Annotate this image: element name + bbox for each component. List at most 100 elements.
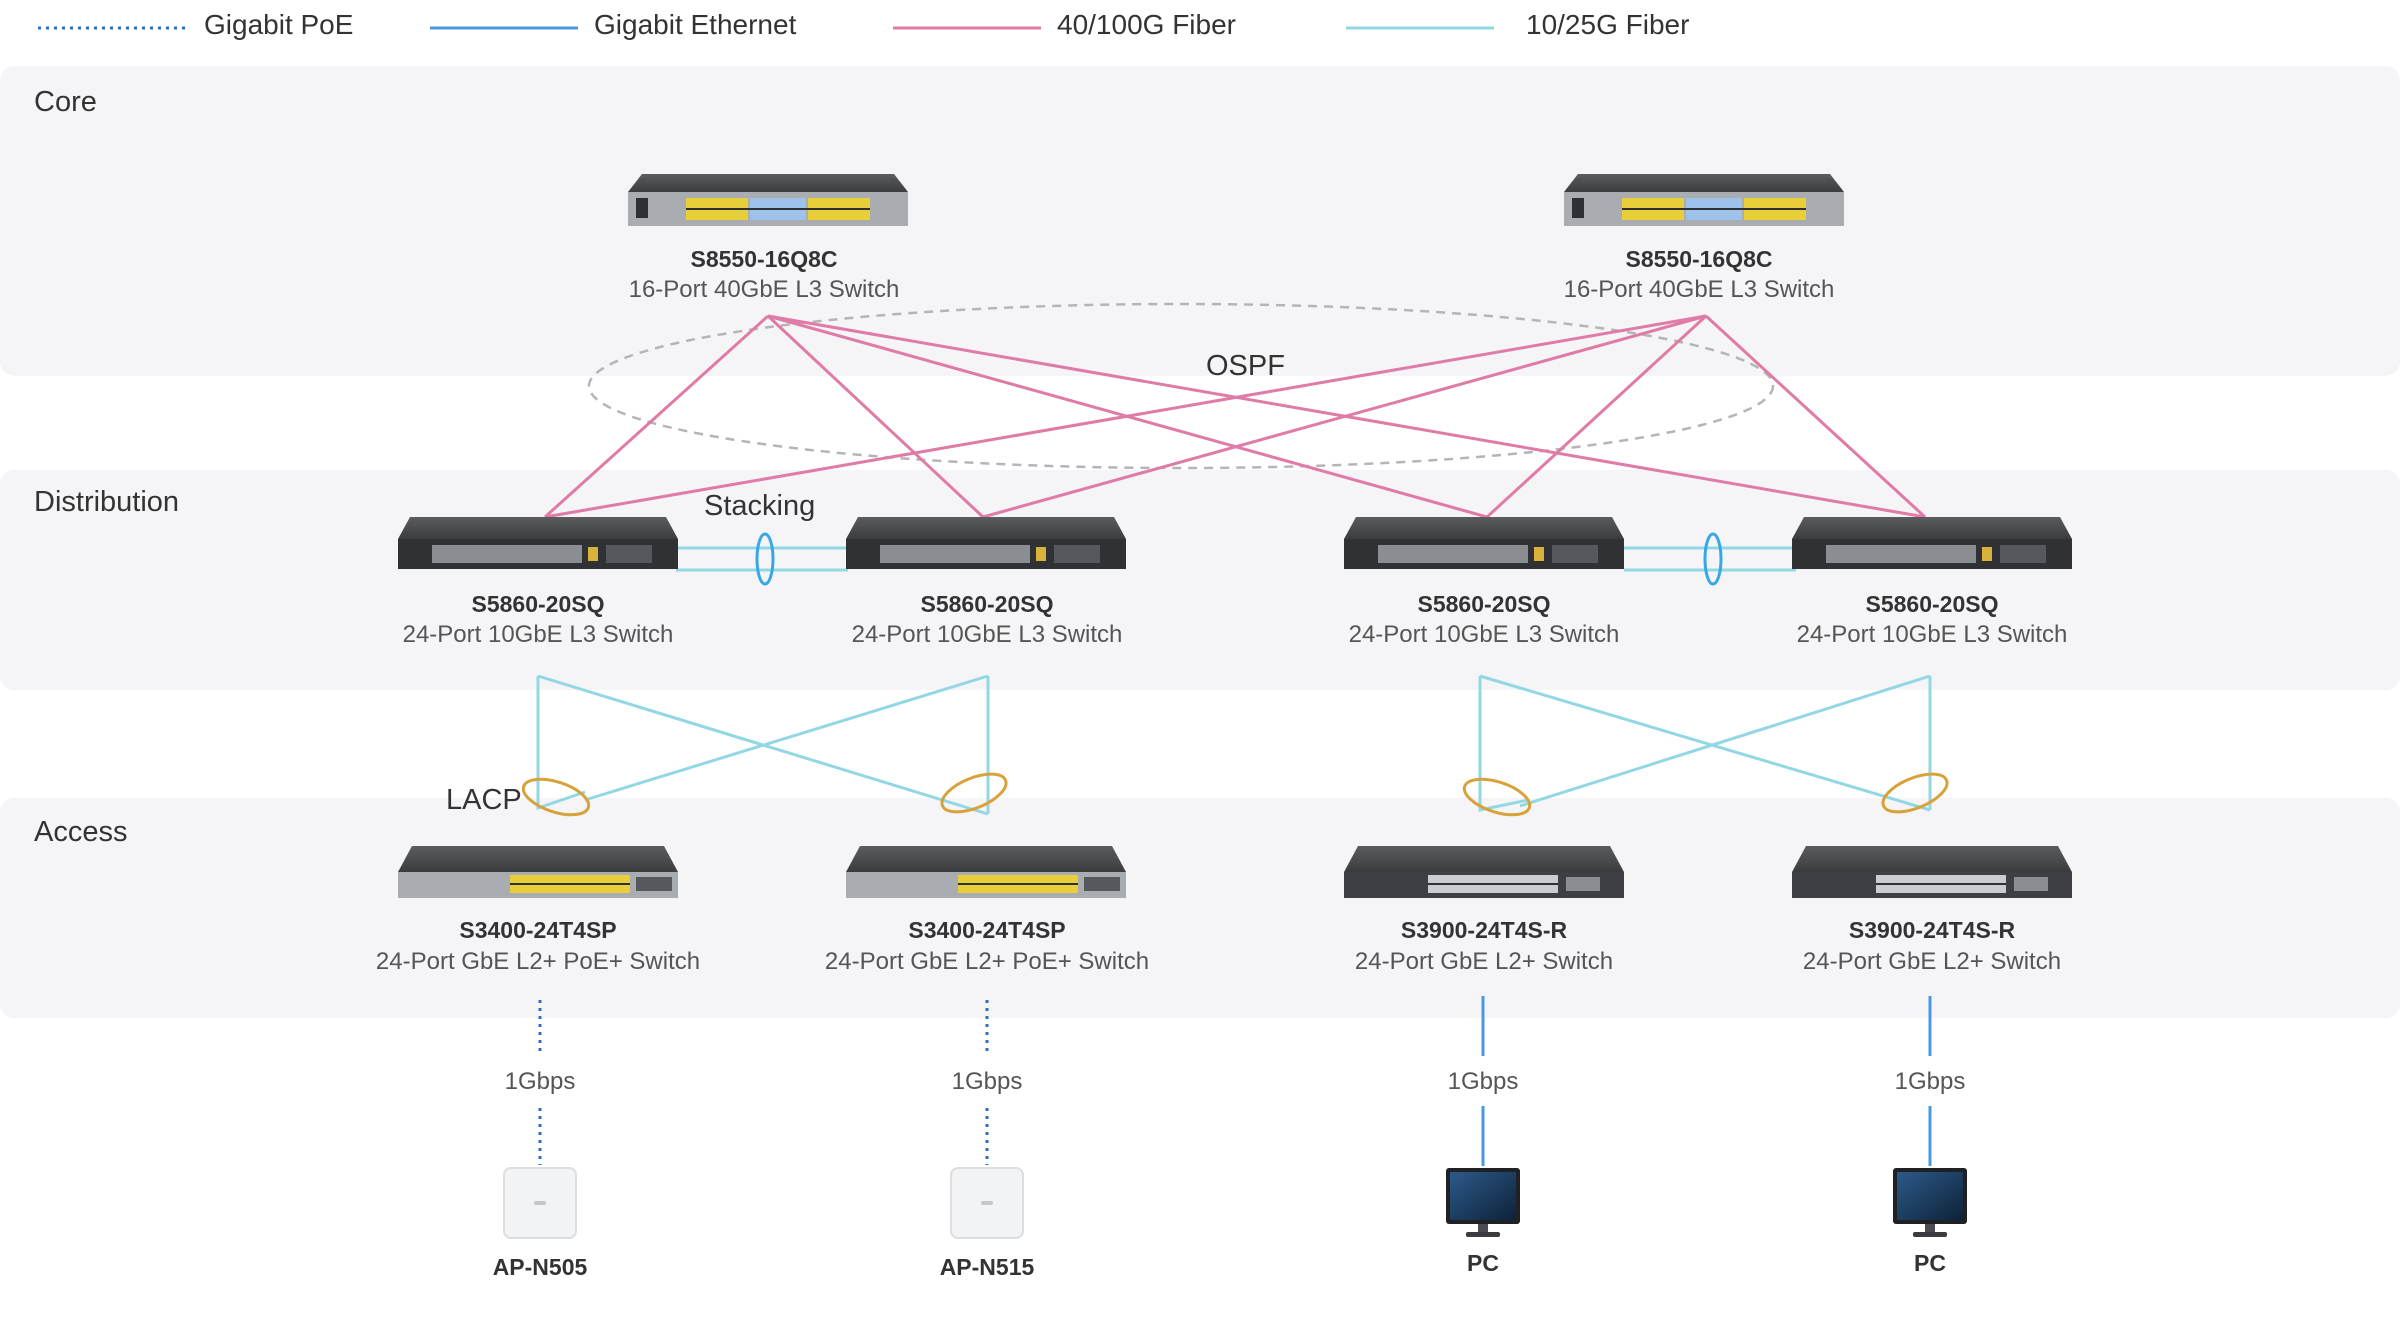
ospf-label: OSPF	[1206, 350, 1285, 382]
access-point-icon	[503, 1167, 577, 1239]
core-switch-1-model: S8550-16Q8C	[690, 246, 838, 272]
legend-label-40-100g-fiber: 40/100G Fiber	[1057, 9, 1236, 40]
access-switch-1-model: S3400-24T4SP	[459, 917, 617, 943]
fiber-link	[1704, 314, 1927, 519]
distribution-layer-label: Distribution	[34, 486, 180, 518]
lacp-ring	[1881, 772, 1949, 814]
stacking-ring	[1703, 532, 1723, 586]
distribution-switch-3-model: S5860-20SQ	[1417, 591, 1551, 617]
endpoint-2-speed: 1Gbps	[951, 1068, 1023, 1095]
distribution-switch-1-description: 24-Port 10GbE L3 Switch	[402, 621, 674, 648]
fiber-link	[766, 314, 985, 519]
access-switch-1	[398, 846, 678, 898]
switch-top	[398, 846, 678, 872]
distribution-switch-2-description: 24-Port 10GbE L3 Switch	[851, 621, 1123, 648]
core-switch-2-model: S8550-16Q8C	[1625, 246, 1773, 272]
access-point-icon	[950, 1167, 1024, 1239]
stacking-links	[676, 546, 1796, 572]
distribution-switch-2-model: S5860-20SQ	[920, 591, 1054, 617]
access-switch-2-description: 24-Port GbE L2+ PoE+ Switch	[824, 948, 1150, 975]
fiber-link	[1485, 314, 1708, 519]
access-switch-4	[1792, 846, 2072, 898]
endpoint-2-name: AP-N515	[939, 1254, 1035, 1280]
legend-label-gigabit-poe: Gigabit PoE	[204, 9, 354, 40]
fiber-link	[544, 314, 1707, 519]
pc-monitor-icon	[1446, 1168, 1520, 1237]
access-switch-2	[846, 846, 1126, 898]
distribution-switch-3	[1344, 517, 1624, 569]
switch-sfp-ports	[636, 877, 672, 891]
switch-port-bank	[880, 545, 1030, 563]
stacking-label: Stacking	[704, 490, 816, 522]
switch-vent	[2000, 545, 2046, 563]
endpoint-4-name: PC	[1914, 1250, 1946, 1276]
distribution-switch-4-description: 24-Port 10GbE L3 Switch	[1796, 621, 2068, 648]
pc-monitor-icon	[1893, 1168, 1967, 1237]
distribution-switch-4	[1792, 517, 2072, 569]
fiber-link	[584, 674, 989, 802]
fiber-link	[536, 676, 586, 811]
distribution-access-fiber-links	[536, 674, 1932, 816]
switch-port	[636, 198, 648, 218]
distribution-switch-1	[398, 517, 678, 569]
ospf-ring	[587, 302, 1775, 470]
endpoint-1-name: AP-N505	[492, 1254, 588, 1280]
switch-top	[628, 174, 908, 192]
distribution-layer-band: Distribution	[0, 470, 2400, 690]
switch-vent	[606, 545, 652, 563]
switch-port-bank	[1378, 545, 1528, 563]
switch-sfp-ports	[1084, 877, 1120, 891]
lacp-ring	[521, 777, 591, 817]
switch-vent	[1552, 545, 1598, 563]
switch-top	[398, 517, 678, 539]
switch-led	[1982, 547, 1992, 561]
fiber-link	[982, 314, 1707, 519]
access-switch-4-model: S3900-24T4S-R	[1848, 917, 2016, 943]
switch-top	[846, 517, 1126, 539]
switch-led	[1534, 547, 1544, 561]
access-switch-2-model: S3400-24T4SP	[908, 917, 1066, 943]
access-switch-3	[1344, 846, 1624, 898]
switch-top	[1564, 174, 1844, 192]
access-switch-3-model: S3900-24T4S-R	[1400, 917, 1568, 943]
lacp-ring	[940, 772, 1008, 814]
core-switch-2-description: 16-Port 40GbE L3 Switch	[1563, 276, 1835, 303]
lacp-rings	[521, 772, 1949, 817]
switch-sfp-ports	[2014, 877, 2048, 891]
core-switch-1	[628, 174, 908, 226]
switch-port	[1572, 198, 1584, 218]
access-switch-3-description: 24-Port GbE L2+ Switch	[1354, 948, 1614, 975]
distribution-switch-1-model: S5860-20SQ	[471, 591, 605, 617]
endpoint-3-name: PC	[1467, 1250, 1499, 1276]
access-switch-1-description: 24-Port GbE L2+ PoE+ Switch	[375, 948, 701, 975]
switch-top	[1344, 517, 1624, 539]
fiber-link	[1479, 674, 1931, 812]
core-layer-label: Core	[34, 86, 97, 118]
access-layer-band: Access	[0, 798, 2400, 1018]
switch-sfp-ports	[1566, 877, 1600, 891]
core-switch-2	[1564, 174, 1844, 226]
endpoint-3-speed: 1Gbps	[1447, 1068, 1519, 1095]
endpoint-4-speed: 1Gbps	[1894, 1068, 1966, 1095]
legend-label-gigabit-ethernet: Gigabit Ethernet	[594, 9, 797, 40]
switch-top	[846, 846, 1126, 872]
switch-led	[588, 547, 598, 561]
distribution-switch-4-model: S5860-20SQ	[1865, 591, 1999, 617]
switch-vent	[1054, 545, 1100, 563]
distribution-switch-3-description: 24-Port 10GbE L3 Switch	[1348, 621, 1620, 648]
endpoint-1-speed: 1Gbps	[504, 1068, 576, 1095]
switch-port-bank	[432, 545, 582, 563]
fiber-link	[1478, 676, 1529, 812]
core-distribution-fiber-links	[543, 314, 1927, 519]
fiber-link	[1519, 674, 1931, 808]
lacp-ring	[1462, 777, 1532, 817]
access-switch-4-description: 24-Port GbE L2+ Switch	[1802, 948, 2062, 975]
access-layer-label: Access	[34, 816, 128, 848]
switch-top	[1792, 846, 2072, 872]
stacking-ring	[755, 532, 775, 586]
switch-led	[1036, 547, 1046, 561]
fiber-link	[543, 314, 770, 519]
core-layer-band: Core	[0, 66, 2400, 376]
